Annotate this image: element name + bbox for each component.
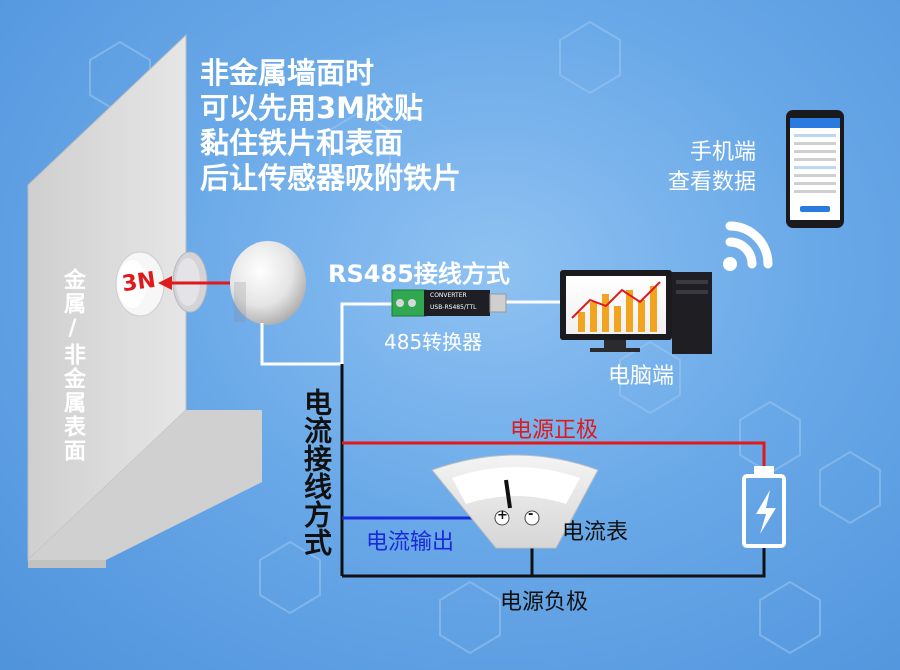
meter-minus: - bbox=[528, 507, 534, 522]
converter-text-top: CONVERTER bbox=[430, 292, 467, 299]
pc-label: 电脑端 bbox=[608, 364, 675, 389]
sticker-text: 3N bbox=[120, 267, 158, 298]
current-wiring bbox=[340, 364, 766, 578]
wall bbox=[27, 33, 262, 568]
rs485-converter bbox=[391, 289, 507, 317]
power-negative-label: 电源负极 bbox=[500, 590, 589, 615]
install-instructions: 非金属墙面时 可以先用3M胶贴 黏住铁片和表面 后让传感器吸附铁片 bbox=[200, 56, 461, 196]
background-hexagons bbox=[89, 20, 881, 655]
converter-label: 485转换器 bbox=[384, 330, 483, 354]
current-wiring-title: 电流接线方式 bbox=[300, 388, 333, 556]
instruction-line-1: 非金属墙面时 bbox=[200, 56, 375, 90]
ammeter bbox=[431, 454, 599, 549]
phone-label-line-2: 查看数据 bbox=[668, 170, 757, 195]
power-positive-label: 电源正极 bbox=[510, 418, 599, 443]
meter-plus: + bbox=[497, 508, 508, 523]
mount-arrow bbox=[158, 276, 238, 290]
instruction-line-4: 后让传感器吸附铁片 bbox=[200, 161, 462, 195]
rs485-title: RS485接线方式 bbox=[328, 260, 510, 288]
ammeter-label: 电流表 bbox=[562, 520, 629, 545]
phone bbox=[786, 110, 844, 228]
instruction-line-3: 黏住铁片和表面 bbox=[200, 126, 404, 160]
wall-label: 金属/非金属表面 bbox=[60, 268, 85, 463]
current-output-label: 电流输出 bbox=[366, 530, 455, 555]
wifi-icon bbox=[723, 221, 773, 271]
sensor-dome bbox=[230, 241, 306, 325]
computer bbox=[560, 270, 712, 354]
battery-icon bbox=[742, 466, 786, 548]
converter-text-bottom: USB-RS485/TTL bbox=[430, 304, 477, 311]
phone-label: 手机端 查看数据 bbox=[668, 138, 756, 198]
phone-label-line-1: 手机端 bbox=[690, 140, 757, 165]
instruction-line-2: 可以先用3M胶贴 bbox=[200, 91, 424, 125]
